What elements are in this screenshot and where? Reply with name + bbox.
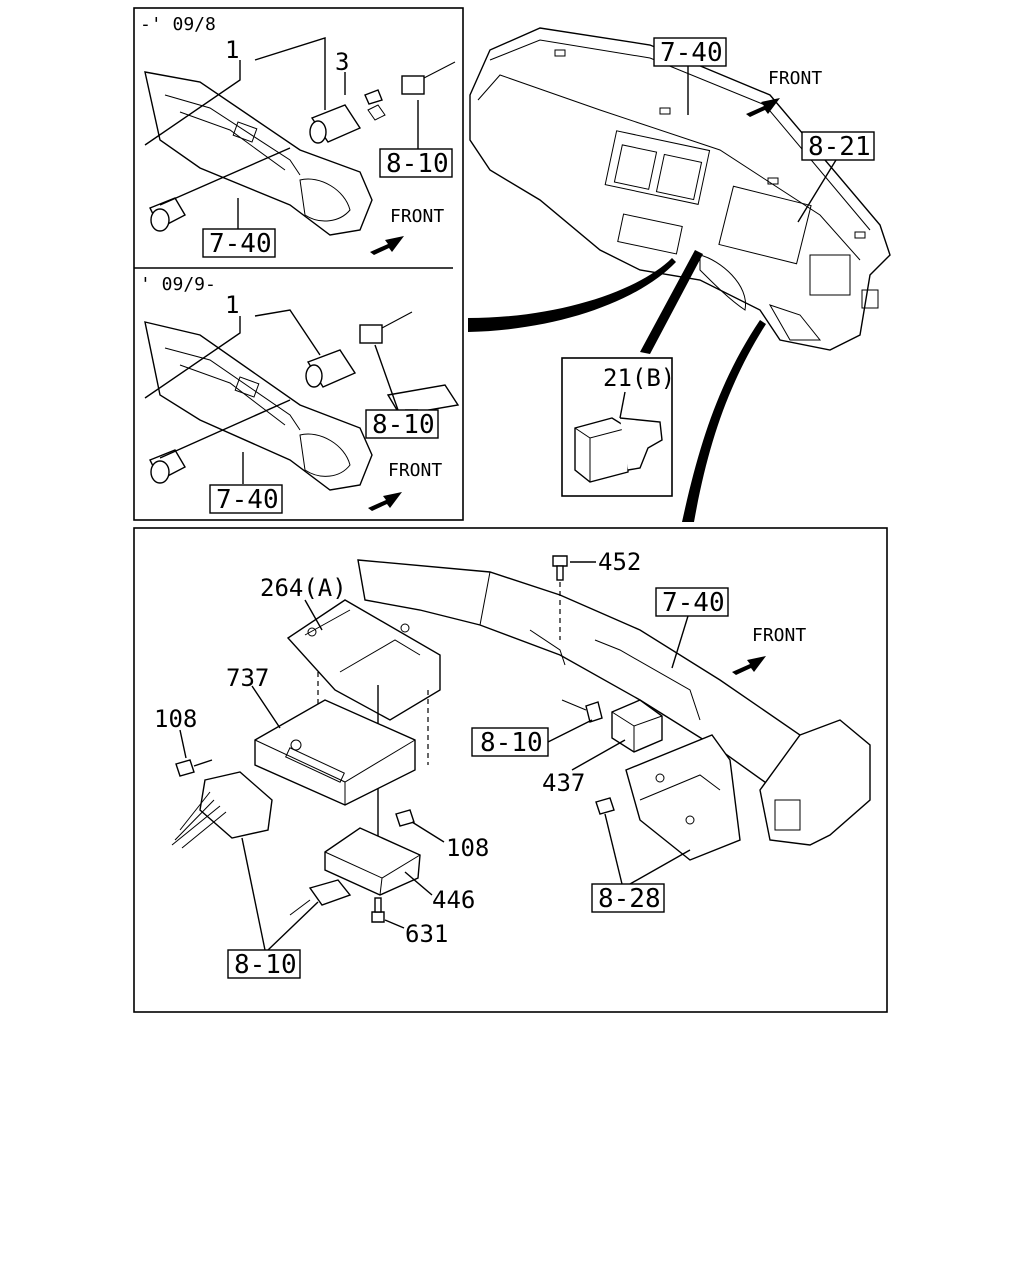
front-label-upper: FRONT: [390, 206, 444, 227]
ref-8-10-lower: 8-10: [372, 410, 435, 440]
part-108-right: 108: [446, 834, 489, 862]
ref-8-10-bottom: 8-10: [480, 728, 543, 758]
front-arrow-overview: [746, 98, 780, 117]
front-label-overview: FRONT: [768, 68, 822, 89]
part-631: 631: [405, 920, 448, 948]
panel-top-left-frame: [133, 7, 464, 521]
bolt-452: [552, 555, 568, 567]
part-446: 446: [432, 886, 475, 914]
switch-21b: [574, 417, 629, 483]
ref-7-40-lower: 7-40: [216, 485, 279, 515]
part-3-upper: 3: [335, 48, 349, 76]
front-arrow-bottom: [732, 656, 766, 675]
bracket-8-28: [625, 734, 741, 861]
bracket-right: [759, 719, 871, 846]
connector-small: [308, 879, 352, 906]
front-label-bottom: FRONT: [752, 625, 806, 646]
callout-curve-2: [640, 250, 703, 354]
ref-7-40-upper: 7-40: [209, 229, 272, 259]
ref-8-21-overview: 8-21: [808, 132, 871, 162]
part-1-upper: 1: [225, 36, 239, 64]
part-1-lower: 1: [225, 291, 239, 319]
panel-bottom-frame: [133, 527, 888, 1013]
relay-437: [611, 699, 663, 753]
console-bezel-lower: [144, 321, 373, 491]
part-108-left: 108: [154, 705, 197, 733]
part-452: 452: [598, 548, 641, 576]
front-arrow-upper: [370, 236, 404, 255]
mounting-bracket-264a: [286, 599, 441, 721]
front-label-lower: FRONT: [388, 460, 442, 481]
panel-overview: 7-40 8-21 FRONT: [468, 27, 891, 522]
panel-bottom: 452 7-40 FRONT 264(A) 737 108: [154, 548, 871, 980]
bolt-108-left: [175, 759, 195, 777]
front-arrow-lower: [368, 492, 402, 511]
connector-lower: [359, 324, 383, 344]
panel-detail-small-frame: [561, 357, 673, 497]
module-446: [324, 827, 421, 896]
control-module-737: [254, 699, 416, 806]
connector-upper: [401, 75, 425, 95]
panel-detail-small: 21(B): [574, 364, 675, 483]
panel-lower: ' 09/9- 1 8-10 7-40 FRONT: [140, 274, 460, 515]
panel-upper: -' 09/8 1 3 8-10 7-40 FRONT: [140, 14, 456, 259]
part-21b: 21(B): [603, 364, 675, 392]
part-264a: 264(A): [260, 574, 347, 602]
callout-curve-3: [682, 320, 766, 522]
dashboard-outline: [469, 27, 891, 351]
ref-8-10-upper: 8-10: [386, 149, 449, 179]
ref-8-28-bottom: 8-28: [598, 884, 661, 914]
screw-631: [371, 911, 385, 923]
console-bezel-upper: [144, 71, 373, 236]
bolt-8-28: [595, 797, 615, 815]
ref-7-40-overview: 7-40: [660, 38, 723, 68]
insulator-pad-lower: [386, 384, 460, 416]
bolt-108-right: [395, 809, 415, 827]
callout-curve-1: [468, 258, 676, 332]
part-437: 437: [542, 769, 585, 797]
part-737: 737: [226, 664, 269, 692]
ref-7-40-bottom: 7-40: [662, 588, 725, 618]
connector-8-10: [585, 701, 603, 723]
ref-8-10-bottom-left: 8-10: [234, 950, 297, 980]
harness-connector: [199, 771, 273, 839]
period-label-upper: -' 09/8: [140, 14, 216, 35]
period-label-lower: ' 09/9-: [140, 274, 216, 295]
